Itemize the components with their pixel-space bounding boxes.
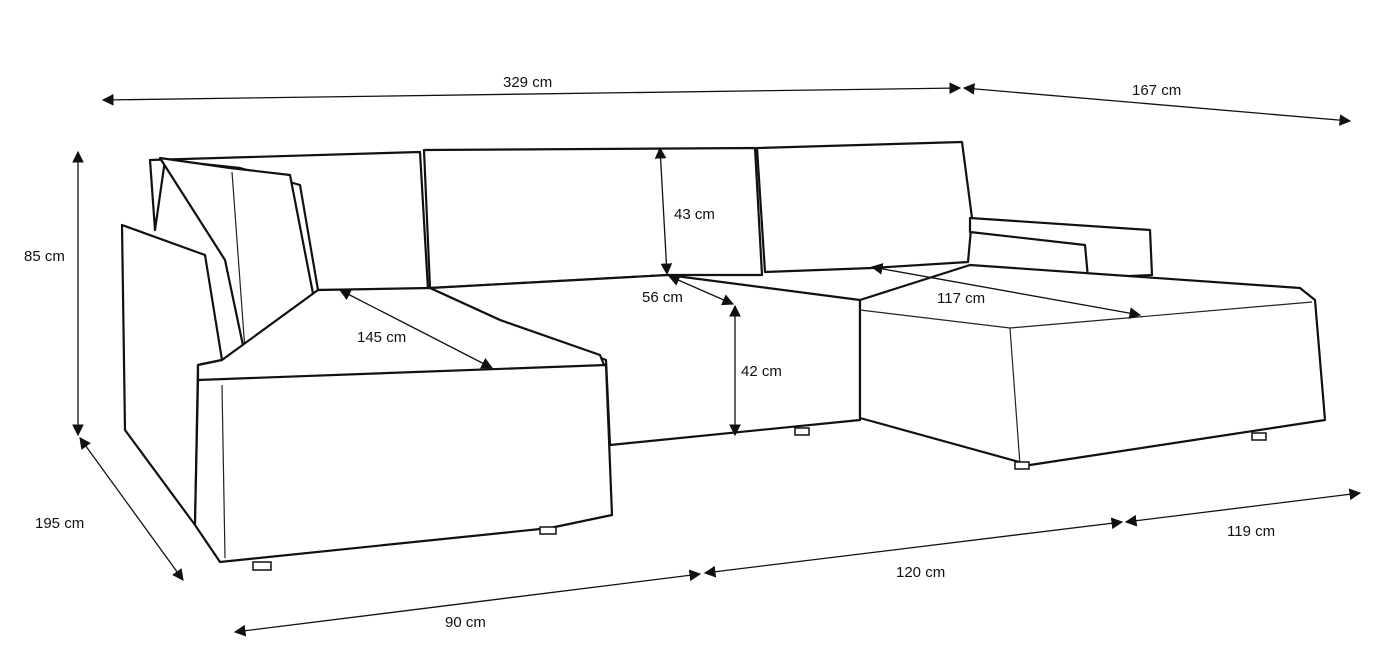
sofa-outline bbox=[120, 140, 1327, 571]
label-backrest-height: 43 cm bbox=[674, 206, 715, 223]
arrow-left-section bbox=[233, 569, 702, 637]
arrow-left-seat-depth bbox=[338, 289, 494, 369]
arrow-right-section bbox=[1124, 488, 1362, 527]
arrow-backrest-height bbox=[654, 146, 673, 276]
arrow-overall-width bbox=[101, 82, 962, 106]
label-left-depth: 195 cm bbox=[35, 515, 84, 532]
label-right-seat-depth: 117 cm bbox=[937, 290, 985, 307]
label-height: 85 cm bbox=[24, 248, 65, 265]
label-middle-section: 120 cm bbox=[896, 564, 945, 581]
dimension-labels: 329 cm 167 cm 85 cm 195 cm 90 cm 120 cm … bbox=[24, 74, 1275, 631]
arrow-middle-section bbox=[703, 517, 1124, 578]
arrow-seat-depth bbox=[667, 274, 735, 306]
label-right-section: 119 cm bbox=[1227, 523, 1275, 540]
label-left-section: 90 cm bbox=[445, 614, 486, 631]
label-chaise-width: 167 cm bbox=[1132, 82, 1181, 99]
arrow-left-depth bbox=[79, 437, 184, 581]
dimension-arrows bbox=[72, 82, 1362, 637]
label-left-seat-depth: 145 cm bbox=[357, 329, 406, 346]
arrow-right-seat-depth bbox=[870, 263, 1142, 319]
arrow-chaise-width bbox=[962, 83, 1352, 126]
label-overall-width: 329 cm bbox=[503, 74, 552, 91]
label-seat-depth: 56 cm bbox=[642, 289, 683, 306]
label-seat-height: 42 cm bbox=[741, 363, 782, 380]
